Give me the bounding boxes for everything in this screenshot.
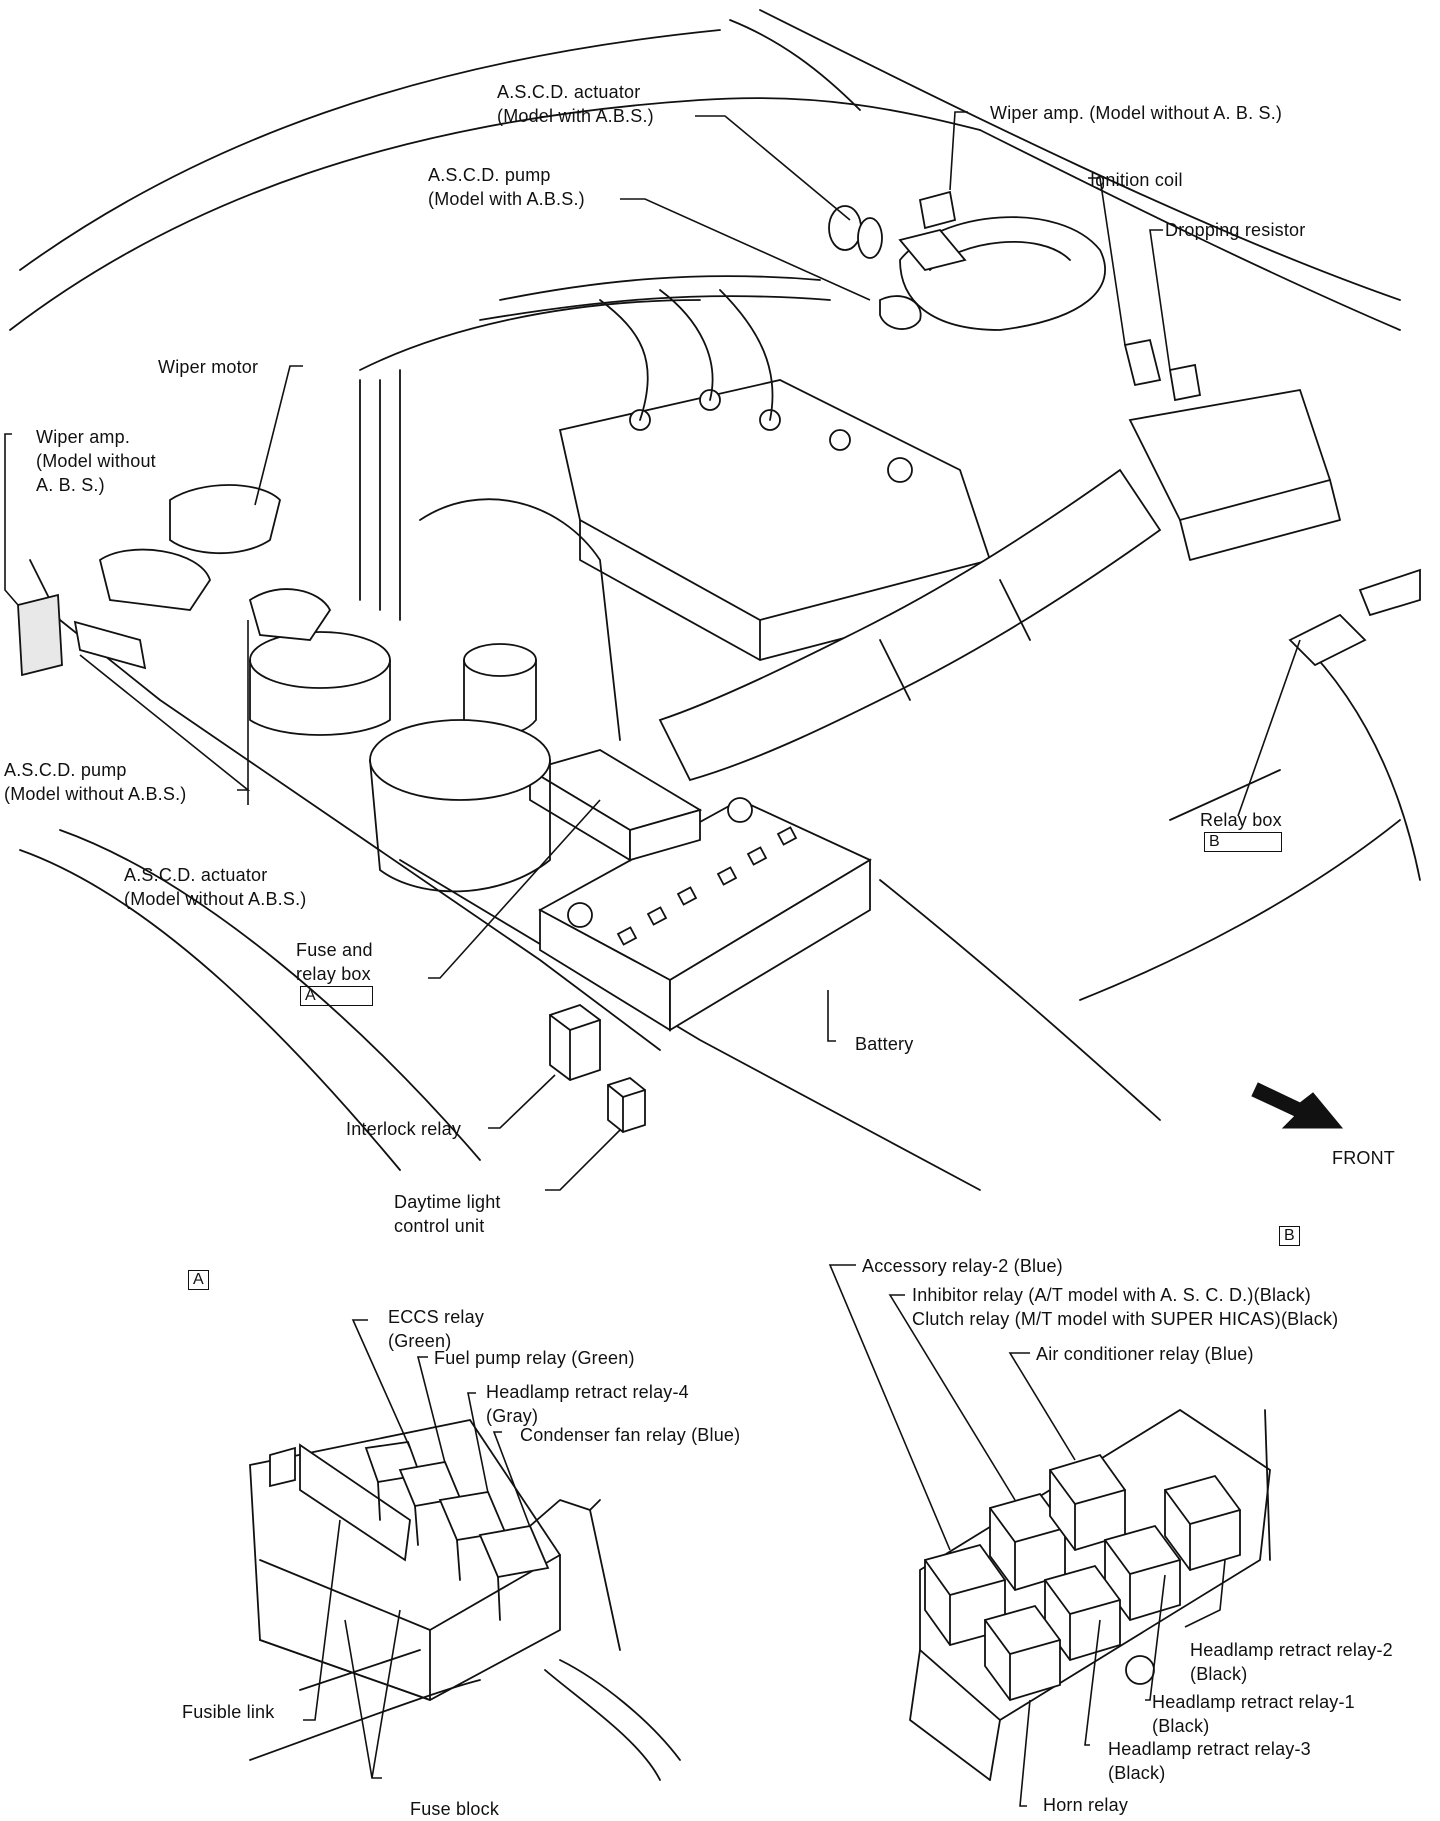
headlamp-retract-1-label: Headlamp retract relay-1 (Black) [1152, 1690, 1355, 1738]
fusible-link-label: Fusible link [182, 1700, 274, 1724]
horn-relay-label: Horn relay [1043, 1793, 1128, 1817]
ascd-pump-abs-label: A.S.C.D. pump (Model with A.B.S.) [428, 163, 585, 211]
detail-a-marker-box: A [188, 1270, 209, 1290]
detail-b-marker-box: B [1279, 1226, 1300, 1246]
fuse-relay-box-drawing [527, 749, 703, 862]
headlamp-retract-2-line2: (Black) [1190, 1664, 1248, 1684]
ascd-actuator-abs-label: A.S.C.D. actuator (Model with A.B.S.) [497, 80, 654, 128]
battery-drawing [538, 797, 872, 1032]
inhibitor-clutch-relay-label: Inhibitor relay (A/T model with A. S. C.… [912, 1283, 1338, 1331]
fusible-link-text: Fusible link [182, 1702, 275, 1722]
wiper-motor-label: Wiper motor [158, 355, 258, 379]
battery-label: Battery [855, 1032, 913, 1056]
headlamp-retract-1-line1: Headlamp retract relay-1 [1152, 1692, 1355, 1712]
fuse-block-label: Fuse block [410, 1797, 499, 1821]
ignition-coil-text: Ignition coil [1090, 170, 1183, 190]
ascd-pump-no-abs-line2: (Model without A.B.S.) [4, 784, 187, 804]
daytime-light-label: Daytime light control unit [394, 1190, 501, 1238]
eccs-relay-line1: ECCS relay [388, 1307, 485, 1327]
headlamp-retract-4-line2: (Gray) [486, 1406, 539, 1426]
front-label: FRONT [1332, 1146, 1395, 1170]
detail-b-leaders [828, 1264, 1226, 1807]
horn-relay-text: Horn relay [1043, 1795, 1129, 1815]
headlamp-retract-2-line1: Headlamp retract relay-2 [1190, 1640, 1393, 1660]
ascd-actuator-no-abs-line1: A.S.C.D. actuator [124, 865, 268, 885]
fuse-relay-box-line1: Fuse and [296, 940, 373, 960]
wiper-amp-top-label: Wiper amp. (Model without A. B. S.) [990, 101, 1282, 125]
battery-text: Battery [855, 1034, 914, 1054]
wiper-amp-left-line1: Wiper amp. [36, 427, 131, 447]
ascd-actuator-abs-line2: (Model with A.B.S.) [497, 106, 654, 126]
wiper-amp-left-label: Wiper amp. (Model without A. B. S.) [36, 425, 156, 497]
headlamp-retract-4-line1: Headlamp retract relay-4 [486, 1382, 689, 1402]
interlock-relay-text: Interlock relay [346, 1119, 462, 1139]
accessory-relay-2-text: Accessory relay-2 (Blue) [862, 1256, 1063, 1276]
headlamp-retract-3-line1: Headlamp retract relay-3 [1108, 1739, 1311, 1759]
detail-a-drawing [249, 1418, 681, 1781]
top-components [828, 190, 1202, 402]
eccs-relay-label: ECCS relay (Green) [388, 1305, 484, 1353]
accessory-relay-2-label: Accessory relay-2 (Blue) [862, 1254, 1063, 1278]
daytime-light-line1: Daytime light [394, 1192, 501, 1212]
box-marker-b: B [1204, 832, 1282, 852]
fuse-block-text: Fuse block [410, 1799, 500, 1819]
wiper-amp-left-line3: A. B. S.) [36, 475, 105, 495]
headlamp-retract-3-line2: (Black) [1108, 1763, 1166, 1783]
daytime-light-unit-drawing [607, 1076, 646, 1134]
ascd-pump-no-abs-line1: A.S.C.D. pump [4, 760, 127, 780]
dropping-resistor-label: Dropping resistor [1165, 218, 1305, 242]
front-arrow-icon [1251, 1082, 1344, 1129]
wiper-amp-left-drawing [17, 593, 147, 677]
leader-lines [4, 111, 1301, 1191]
detail-b-marker: B [1279, 1226, 1300, 1246]
relay-box-b-drawing [1169, 568, 1421, 821]
air-conditioner-relay-label: Air conditioner relay (Blue) [1036, 1342, 1254, 1366]
headlamp-retract-3-label: Headlamp retract relay-3 (Black) [1108, 1737, 1311, 1785]
engine-block [359, 275, 992, 741]
headlamp-retract-2-label: Headlamp retract relay-2 (Black) [1190, 1638, 1393, 1686]
ignition-coil-label: Ignition coil [1090, 168, 1183, 192]
fuel-pump-relay-label: Fuel pump relay (Green) [434, 1346, 635, 1370]
headlamp-retract-1-line2: (Black) [1152, 1716, 1210, 1736]
fuse-relay-box-line2: relay box [296, 964, 371, 984]
fuel-pump-relay-text: Fuel pump relay (Green) [434, 1348, 635, 1368]
hood-outline [9, 9, 1421, 1191]
ascd-actuator-no-abs-label: A.S.C.D. actuator (Model without A.B.S.) [124, 863, 306, 911]
relay-box-b-text: Relay box [1200, 810, 1282, 830]
clutch-relay-text: Clutch relay (M/T model with SUPER HICAS… [912, 1309, 1339, 1329]
ascd-actuator-abs-line1: A.S.C.D. actuator [497, 82, 641, 102]
condenser-fan-relay-label: Condenser fan relay (Blue) [520, 1423, 740, 1447]
condenser-fan-relay-text: Condenser fan relay (Blue) [520, 1425, 741, 1445]
air-conditioner-relay-text: Air conditioner relay (Blue) [1036, 1344, 1254, 1364]
dropping-resistor-text: Dropping resistor [1165, 220, 1306, 240]
daytime-light-line2: control unit [394, 1216, 485, 1236]
interlock-relay-label: Interlock relay [346, 1117, 461, 1141]
eccs-relay-line2: (Green) [388, 1331, 452, 1351]
ascd-actuator-no-abs-line2: (Model without A.B.S.) [124, 889, 307, 909]
box-marker-a: A [300, 986, 373, 1006]
wiper-motor-text: Wiper motor [158, 357, 259, 377]
inhibitor-relay-text: Inhibitor relay (A/T model with A. S. C.… [912, 1285, 1311, 1305]
wiper-amp-top-text: Wiper amp. (Model without A. B. S.) [990, 103, 1283, 123]
detail-a-leaders [303, 1319, 531, 1779]
front-text: FRONT [1332, 1148, 1395, 1168]
interlock-relay-drawing [549, 1003, 601, 1082]
left-components [98, 484, 551, 893]
detail-a-marker: A [188, 1270, 209, 1290]
ascd-pump-abs-line1: A.S.C.D. pump [428, 165, 551, 185]
detail-b-drawing [909, 1408, 1271, 1781]
wiper-amp-left-line2: (Model without [36, 451, 156, 471]
headlamp-retract-4-label: Headlamp retract relay-4 (Gray) [486, 1380, 689, 1428]
ascd-pump-no-abs-label: A.S.C.D. pump (Model without A.B.S.) [4, 758, 186, 806]
ascd-pump-abs-line2: (Model with A.B.S.) [428, 189, 585, 209]
